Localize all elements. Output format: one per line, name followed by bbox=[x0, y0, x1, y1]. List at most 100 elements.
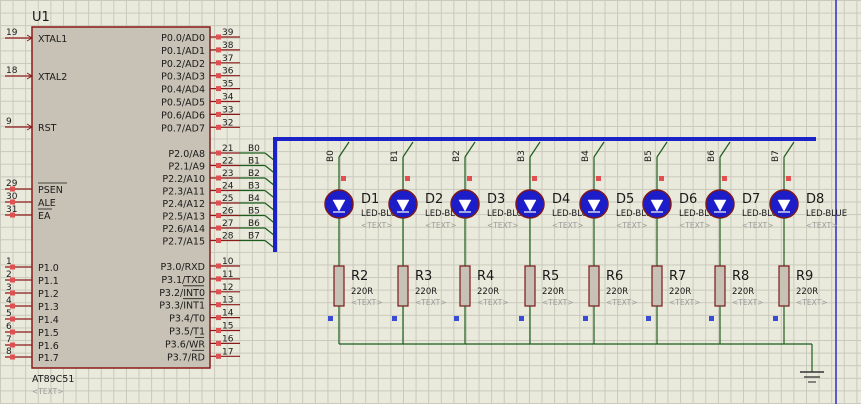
pin-state-marker bbox=[328, 316, 333, 321]
net-label: B1 bbox=[248, 157, 260, 167]
pin-state-marker bbox=[10, 316, 15, 322]
pin-state-marker bbox=[216, 340, 221, 346]
pin-state-marker bbox=[216, 124, 221, 130]
pin-state-marker bbox=[583, 316, 588, 321]
net-label: B4 bbox=[581, 150, 591, 162]
pin-state-marker bbox=[341, 176, 346, 181]
net-label: B6 bbox=[248, 219, 260, 229]
chip-pin-number: 13 bbox=[222, 296, 233, 306]
led-text-tag: <TEXT> bbox=[806, 221, 837, 230]
resistor-body[interactable] bbox=[397, 265, 409, 307]
net-label: B3 bbox=[517, 150, 527, 162]
net-label: B7 bbox=[248, 232, 260, 242]
pin-state-marker bbox=[216, 163, 221, 168]
chip-pin-label: P2.1/A9 bbox=[168, 162, 205, 173]
chip-pin-number: 38 bbox=[222, 41, 234, 51]
resistor-text-tag: <TEXT> bbox=[606, 298, 637, 307]
chip-pin-label: PSEN bbox=[38, 185, 63, 196]
pin-state-marker bbox=[786, 176, 791, 181]
data-bus[interactable] bbox=[273, 137, 816, 252]
bus-entry bbox=[783, 141, 795, 158]
led-ref-label: D8 bbox=[806, 192, 824, 207]
pin-state-marker bbox=[216, 225, 221, 231]
pin-state-marker bbox=[467, 176, 472, 181]
pin-state-marker bbox=[392, 316, 397, 321]
resistor-body[interactable] bbox=[778, 265, 790, 307]
pin-state-marker bbox=[10, 342, 15, 348]
chip-pin-number: 34 bbox=[222, 93, 234, 103]
clock-pin-mark bbox=[26, 123, 33, 131]
resistor-value-label: 220R bbox=[796, 287, 818, 297]
resistor-value-label: 220R bbox=[477, 287, 499, 297]
bus-entry bbox=[464, 141, 476, 158]
chip-part-label: AT89C51 bbox=[32, 374, 74, 385]
resistor-text-tag: <TEXT> bbox=[669, 298, 700, 307]
pin-state-marker bbox=[10, 290, 15, 296]
resistor-text-tag: <TEXT> bbox=[542, 298, 573, 307]
chip-pin-label: EA bbox=[38, 211, 51, 222]
resistor-body[interactable] bbox=[588, 265, 600, 307]
net-label: B2 bbox=[452, 150, 462, 162]
resistor-ref-label: R6 bbox=[606, 269, 623, 284]
net-label: B1 bbox=[390, 150, 400, 162]
chip-pin-label: P0.6/AD6 bbox=[161, 110, 205, 121]
pin-state-marker bbox=[216, 200, 221, 206]
diode-triangle bbox=[587, 199, 601, 212]
resistor-body[interactable] bbox=[651, 265, 663, 307]
chip-pin-number: 32 bbox=[222, 118, 233, 128]
pin-state-marker bbox=[216, 263, 221, 269]
chip-pin-number: 29 bbox=[6, 179, 18, 189]
led-ref-label: D4 bbox=[552, 192, 570, 207]
bus-entry bbox=[719, 141, 731, 158]
chip-pin-label: P3.1/TXD bbox=[161, 275, 205, 286]
resistor-value-label: 220R bbox=[542, 287, 564, 297]
chip-pin-label: P0.4/AD4 bbox=[161, 85, 205, 96]
pin-state-marker bbox=[216, 276, 221, 282]
pin-state-marker bbox=[454, 316, 459, 321]
chip-pin-number: 24 bbox=[222, 182, 234, 192]
chip-pin-label: P0.7/AD7 bbox=[161, 123, 205, 134]
resistor-body[interactable] bbox=[524, 265, 536, 307]
pin-state-marker bbox=[10, 199, 15, 205]
resistor-text-tag: <TEXT> bbox=[477, 298, 508, 307]
pin-state-marker bbox=[10, 186, 15, 192]
led-ref-label: D6 bbox=[679, 192, 697, 207]
chip-text-tag: <TEXT> bbox=[32, 387, 63, 396]
chip-pin-label: P2.0/A8 bbox=[168, 149, 205, 160]
resistor-value-label: 220R bbox=[415, 287, 437, 297]
chip-pin-label: P0.0/AD0 bbox=[161, 33, 205, 44]
chip-body[interactable] bbox=[31, 26, 211, 369]
resistor-body[interactable] bbox=[714, 265, 726, 307]
diode-triangle bbox=[777, 199, 791, 212]
chip-pin-number: 4 bbox=[6, 296, 12, 306]
chip-pin-label: P3.0/RXD bbox=[161, 262, 205, 273]
chip-pin-number: 22 bbox=[222, 157, 233, 167]
led-part-label: LED-BLUE bbox=[679, 209, 720, 219]
pin-state-marker bbox=[216, 150, 221, 156]
bus-entry bbox=[593, 141, 605, 158]
pin-state-marker bbox=[773, 316, 778, 321]
resistor-ref-label: R5 bbox=[542, 269, 559, 284]
resistor-ref-label: R4 bbox=[477, 269, 494, 284]
chip-pin-number: 16 bbox=[222, 334, 234, 344]
chip-pin-label: P2.4/A12 bbox=[162, 199, 205, 210]
chip-pin-number: 15 bbox=[222, 322, 233, 332]
diode-triangle bbox=[396, 199, 410, 212]
chip-pin-label: P1.6 bbox=[38, 341, 59, 352]
net-label: B0 bbox=[248, 144, 260, 154]
chip-pin-number: 17 bbox=[222, 347, 233, 357]
chip-pin-label: XTAL2 bbox=[38, 72, 67, 83]
net-label: B3 bbox=[248, 182, 260, 192]
chip-pin-label: P2.2/A10 bbox=[162, 174, 205, 185]
pin-state-marker bbox=[216, 111, 221, 117]
pin-state-marker bbox=[646, 316, 651, 321]
resistor-body[interactable] bbox=[459, 265, 471, 307]
chip-pin-label: P3.7/RD bbox=[167, 352, 205, 363]
diode-triangle bbox=[458, 199, 472, 212]
led-text-tag: <TEXT> bbox=[742, 221, 773, 230]
resistor-body[interactable] bbox=[333, 265, 345, 307]
chip-pin-label: P2.7/A15 bbox=[162, 237, 205, 248]
chip-pin-label: P2.3/A11 bbox=[162, 187, 205, 198]
